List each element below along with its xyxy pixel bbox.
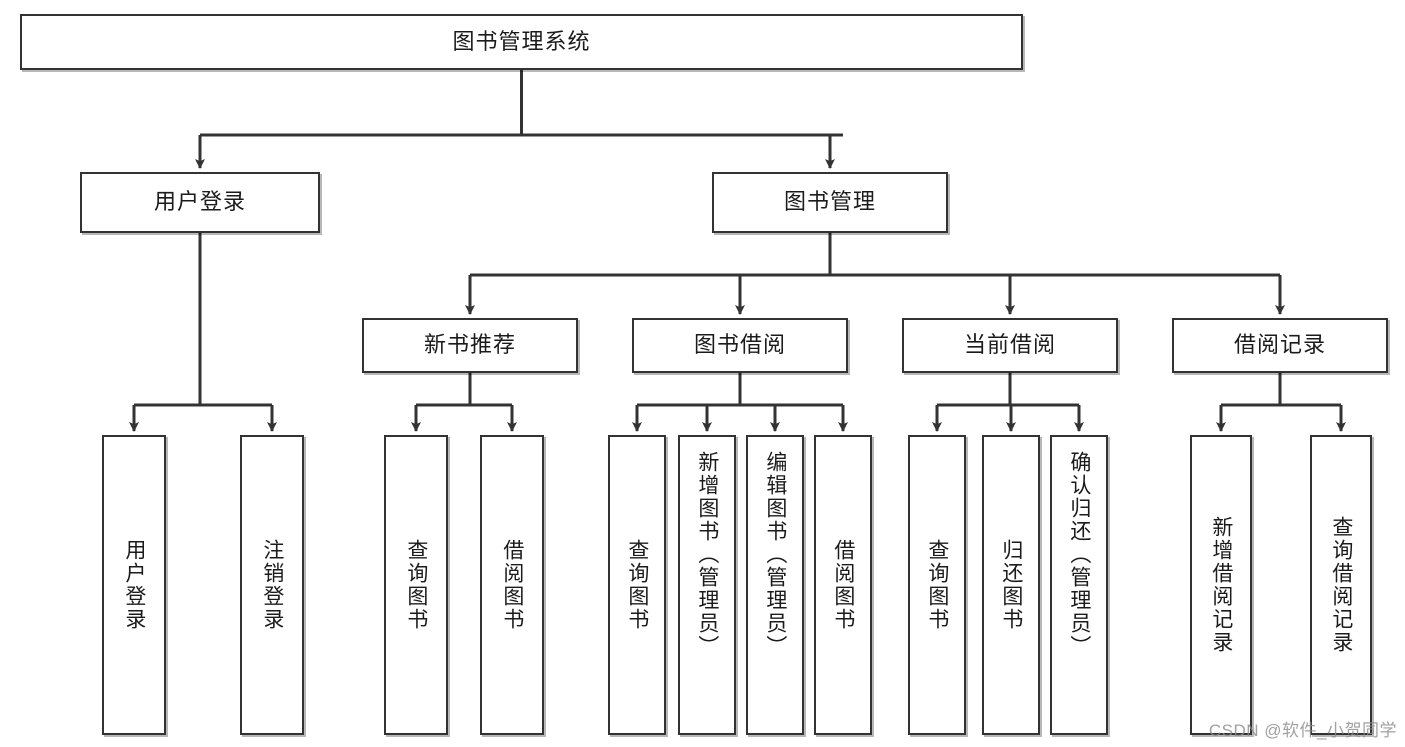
node-leaf-add-book[interactable]: 新增图书（管理员） bbox=[678, 435, 736, 735]
node-leaf-query-record[interactable]: 查询借阅记录 bbox=[1310, 435, 1372, 735]
node-user-login[interactable]: 用户登录 bbox=[80, 172, 320, 233]
node-book-borrow[interactable]: 图书借阅 bbox=[632, 318, 848, 373]
node-leaf-borrow-book-1-label: 借阅图书 bbox=[500, 539, 524, 631]
node-leaf-confirm-return-label: 确认归还（管理员） bbox=[1067, 451, 1091, 658]
node-leaf-query-book-1[interactable]: 查询图书 bbox=[384, 435, 448, 735]
node-leaf-user-login[interactable]: 用户登录 bbox=[102, 435, 166, 735]
node-borrow-record[interactable]: 借阅记录 bbox=[1172, 318, 1388, 373]
node-leaf-return-book-label: 归还图书 bbox=[999, 539, 1023, 631]
node-leaf-confirm-return[interactable]: 确认归还（管理员） bbox=[1050, 435, 1108, 735]
node-leaf-query-book-2[interactable]: 查询图书 bbox=[608, 435, 666, 735]
node-leaf-user-login-label: 用户登录 bbox=[122, 539, 146, 631]
node-leaf-add-record-label: 新增借阅记录 bbox=[1209, 516, 1233, 654]
node-root-label: 图书管理系统 bbox=[452, 28, 591, 54]
node-leaf-add-record[interactable]: 新增借阅记录 bbox=[1190, 435, 1252, 735]
node-leaf-query-book-3-label: 查询图书 bbox=[925, 539, 949, 631]
node-new-book-rec-label: 新书推荐 bbox=[423, 332, 516, 358]
node-book-manage[interactable]: 图书管理 bbox=[712, 172, 948, 233]
node-leaf-add-book-label: 新增图书（管理员） bbox=[695, 451, 719, 658]
node-leaf-query-book-1-label: 查询图书 bbox=[404, 539, 428, 631]
csdn-watermark: CSDN @软件_小贺同学 bbox=[1208, 721, 1397, 740]
node-borrow-record-label: 借阅记录 bbox=[1233, 332, 1326, 358]
node-root[interactable]: 图书管理系统 bbox=[20, 14, 1023, 70]
node-leaf-query-book-3[interactable]: 查询图书 bbox=[908, 435, 966, 735]
node-book-borrow-label: 图书借阅 bbox=[693, 332, 786, 358]
node-leaf-edit-book-label: 编辑图书（管理员） bbox=[763, 451, 787, 658]
node-leaf-user-logout[interactable]: 注销登录 bbox=[240, 435, 304, 735]
node-leaf-edit-book[interactable]: 编辑图书（管理员） bbox=[746, 435, 804, 735]
node-leaf-query-book-2-label: 查询图书 bbox=[625, 539, 649, 631]
node-user-login-label: 用户登录 bbox=[153, 189, 246, 215]
node-leaf-borrow-book-2[interactable]: 借阅图书 bbox=[814, 435, 872, 735]
node-leaf-borrow-book-2-label: 借阅图书 bbox=[831, 539, 855, 631]
node-leaf-user-logout-label: 注销登录 bbox=[260, 539, 284, 631]
node-leaf-return-book[interactable]: 归还图书 bbox=[982, 435, 1040, 735]
node-current-borrow[interactable]: 当前借阅 bbox=[902, 318, 1118, 373]
node-leaf-query-record-label: 查询借阅记录 bbox=[1329, 516, 1353, 654]
node-new-book-rec[interactable]: 新书推荐 bbox=[362, 318, 578, 373]
node-leaf-borrow-book-1[interactable]: 借阅图书 bbox=[480, 435, 544, 735]
node-book-manage-label: 图书管理 bbox=[783, 189, 876, 215]
node-current-borrow-label: 当前借阅 bbox=[963, 332, 1056, 358]
